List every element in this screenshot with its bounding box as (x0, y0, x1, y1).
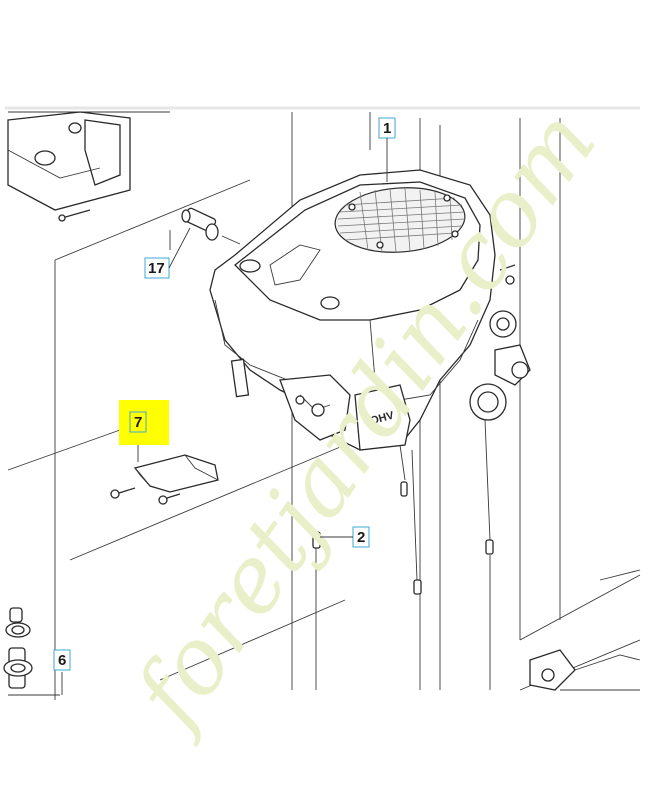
callout-1-label: 1 (383, 120, 391, 137)
part-2-fittings (312, 481, 494, 690)
part-6-gaskets (3, 607, 63, 695)
callout-1: 1 (378, 117, 396, 182)
callout-2: 2 (320, 526, 370, 548)
part-7-bracket (110, 440, 219, 505)
callout-6: 6 (53, 649, 71, 671)
engine-assembly: OHV (209, 169, 531, 581)
callout-2-label: 2 (357, 529, 365, 546)
callout-6-label: 6 (58, 652, 66, 669)
callout-7-label: 7 (134, 414, 142, 431)
frame-lines (7, 111, 641, 700)
part-17-fitting (169, 207, 241, 250)
air-intake-grille (337, 188, 466, 253)
callout-7: 7 (119, 400, 169, 445)
mount-bracket (529, 569, 641, 691)
callout-17-label: 17 (148, 260, 165, 277)
chassis-bracket (7, 111, 131, 222)
callout-17: 17 (144, 227, 191, 279)
